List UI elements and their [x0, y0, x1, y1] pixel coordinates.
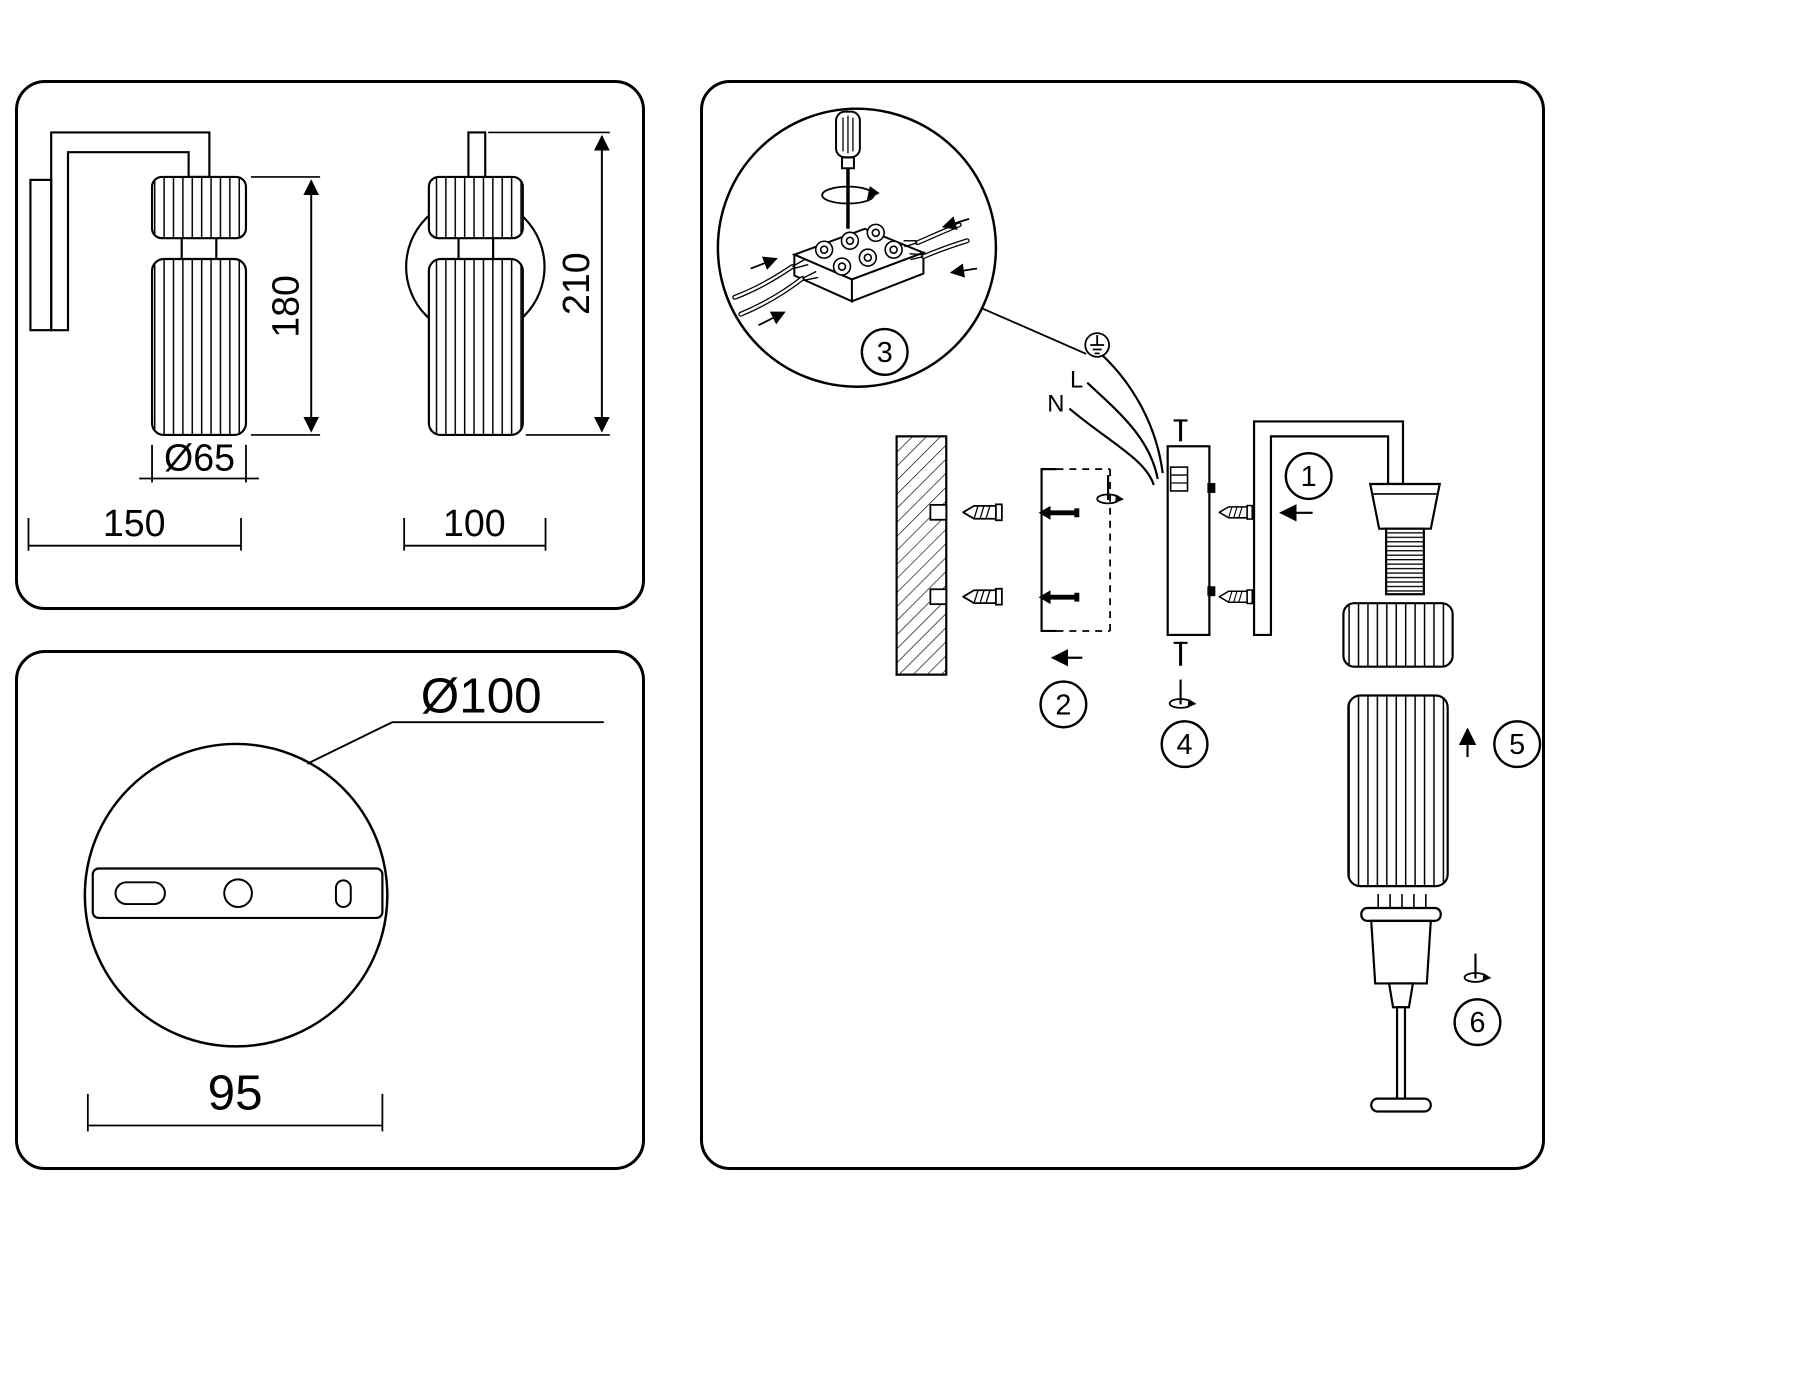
shade-top-front: [427, 175, 524, 240]
wall-anchor-icon: [962, 503, 1003, 522]
wire-neutral-label: N: [1047, 391, 1064, 418]
shade-body-side: [150, 257, 248, 437]
wall-anchor-icon: [962, 587, 1003, 606]
step-number: 3: [877, 337, 893, 369]
dimension-depth: [27, 518, 242, 551]
plate-hole-spacing-label: 95: [208, 1066, 263, 1121]
holder-neck: [1387, 982, 1415, 1009]
arm-screw-icon: [1218, 589, 1253, 605]
wire-live-label: L: [1070, 367, 1083, 394]
base-plate-circle: [83, 742, 389, 1048]
wire-insert-arrows: [750, 216, 978, 326]
lamp-dimension-drawing: 180 Ø65 150: [27, 131, 610, 551]
step-number: 1: [1301, 461, 1317, 493]
screwdriver-rotation-icon: [821, 185, 880, 205]
stem-front: [467, 131, 487, 180]
base-plate-drawing: Ø100 95: [83, 668, 604, 1132]
terminal-block: [791, 223, 927, 303]
detail-wires: [732, 216, 978, 326]
plate-set-screw: [1207, 483, 1216, 493]
step-number: 2: [1055, 689, 1071, 721]
mount-bracket-outline: [91, 867, 384, 919]
step-number: 6: [1469, 1007, 1485, 1039]
dimension-shade-diameter: [139, 444, 259, 483]
callout-leader-line: [981, 307, 1087, 355]
screwdriver-icon: [835, 110, 861, 229]
dim-height-side-label: 180: [264, 275, 306, 338]
bracket-screw-icon: [1038, 505, 1080, 520]
wall-arm-assembly: [1252, 420, 1442, 637]
dimension-width-front: [403, 518, 547, 551]
socket-cup: [1368, 482, 1442, 530]
holder-cup: [1370, 919, 1432, 985]
step-1-badge: 1: [1284, 452, 1333, 501]
screw-rotation-icon: [1463, 952, 1493, 984]
step-5-badge: 5: [1493, 720, 1542, 769]
panel-lamp-dimensions: 180 Ø65 150: [15, 80, 645, 610]
installation-drawing: 3 L N: [716, 107, 1542, 1113]
dim-shade-diameter-label: Ø65: [164, 437, 235, 479]
spring-contacts: [1377, 894, 1427, 908]
callout-circle: [716, 107, 998, 388]
mount-center-hole: [223, 878, 253, 909]
bracket-screw-icon: [1038, 590, 1080, 605]
arm-screw-icon: [1218, 504, 1253, 520]
holder-handle: [1370, 1097, 1432, 1113]
drill-hole: [929, 588, 948, 606]
wall-plate: [1166, 419, 1216, 666]
holder-flange: [1360, 906, 1442, 922]
plate-set-screw: [1207, 586, 1216, 597]
dim-height-front-label: 210: [555, 252, 597, 315]
dimension-hole-spacing: [86, 1093, 384, 1132]
plate-diameter-label: Ø100: [421, 668, 542, 723]
mount-side-hole: [334, 879, 352, 909]
diameter-leader-line: [306, 721, 604, 765]
step-2-badge: 2: [1039, 680, 1088, 729]
panel-base-plate: Ø100 95: [15, 650, 645, 1170]
dim-width-front-label: 100: [443, 502, 506, 544]
shade-top: [1342, 602, 1454, 668]
step-number: 5: [1509, 729, 1525, 761]
wall-plate-side: [29, 178, 53, 332]
screw-rotation-icon: [1168, 678, 1198, 709]
wiring-detail-callout: 3: [716, 107, 998, 388]
step-number: 4: [1177, 729, 1193, 761]
step-4-badge: 4: [1160, 720, 1209, 769]
shade-top-side: [150, 175, 248, 240]
shade-body: [1347, 694, 1449, 888]
socket-thread: [1385, 527, 1425, 596]
supply-wires: [1068, 355, 1164, 486]
side-view-drawing: [29, 131, 248, 437]
step-6-badge: 6: [1453, 998, 1502, 1047]
step-3-badge: 3: [860, 327, 909, 376]
lamp-holder-assembly: [1360, 894, 1442, 1113]
ground-symbol-icon: [1084, 332, 1110, 358]
panel-installation-steps: 3 L N: [700, 80, 1545, 1170]
drill-hole: [929, 503, 948, 521]
holder-stem: [1395, 1006, 1407, 1100]
dim-depth-label: 150: [103, 502, 166, 544]
shade-assembly: [1342, 602, 1454, 888]
dimension-height-side: [250, 176, 321, 436]
front-view-drawing: [405, 131, 546, 437]
mounting-bracket: [1040, 468, 1111, 633]
shade-body-front: [427, 257, 524, 437]
dimension-height-front: [488, 131, 610, 436]
mount-slot: [114, 881, 166, 906]
base-plate-top-view: [83, 721, 604, 1048]
wall-cross-section: [895, 435, 948, 676]
